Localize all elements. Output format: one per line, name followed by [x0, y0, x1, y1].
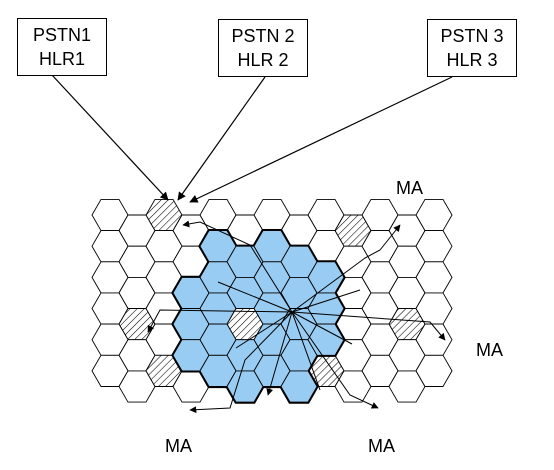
hlr1-label: HLR1 [38, 49, 86, 69]
pstn3-hlr3-box: PSTN 3 HLR 3 [427, 19, 517, 77]
route-to-top-left [182, 220, 293, 313]
hlr3-label: HLR 3 [446, 50, 498, 70]
route-mid-4 [291, 311, 353, 345]
ma-label-right: MA [476, 340, 503, 360]
pstn3-link [189, 76, 453, 203]
route-mid-2 [291, 289, 361, 313]
pstn2-label: PSTN 2 [231, 26, 295, 46]
ma-label-bottom-right: MA [368, 436, 395, 456]
hlr2-label: HLR 2 [237, 50, 289, 70]
route-down-2 [291, 311, 321, 391]
route-to-top-right [291, 224, 401, 313]
route-to-right [291, 311, 446, 341]
pstn3-label: PSTN 3 [440, 26, 504, 46]
hex-cell [415, 354, 453, 387]
service-area-boundary [171, 229, 346, 404]
route-to-left [147, 309, 293, 333]
pstn1-link [51, 74, 169, 201]
route-down-1 [266, 311, 293, 396]
route-to-bottom-left [189, 311, 293, 414]
pstn1-label: PSTN1 [32, 25, 92, 45]
ma-label-bottom-left: MA [165, 436, 192, 456]
route-mid-3 [235, 311, 293, 349]
route-to-bottom-right [291, 311, 379, 409]
pstn2-hlr2-box: PSTN 2 HLR 2 [218, 19, 308, 77]
pstn1-hlr1-box: PSTN1 HLR1 [17, 18, 107, 76]
ma-label-top-right: MA [396, 178, 423, 198]
pstn2-link [177, 76, 266, 201]
connector-lines [51, 74, 453, 414]
service-area-cell [280, 370, 318, 403]
route-mid-1 [217, 281, 293, 313]
